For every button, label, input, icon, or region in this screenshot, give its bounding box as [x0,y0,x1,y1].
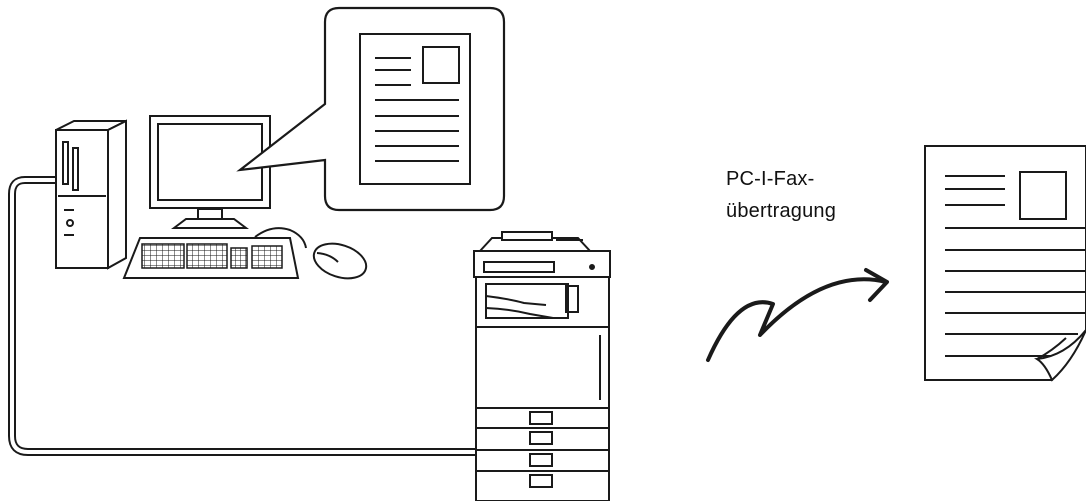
monitor-icon [150,116,270,228]
transmission-label: PC-I-Fax- übertragung [726,163,906,227]
multifunction-printer-icon [474,232,610,501]
transmission-label-line-1: PC-I-Fax- [726,163,906,195]
document-icon [360,34,470,184]
received-fax-document-icon [925,146,1086,380]
keyboard-icon [124,238,298,278]
computer-tower-icon [56,121,126,268]
transmission-label-line-2: übertragung [726,195,906,227]
transmission-arrow-icon [708,270,887,360]
